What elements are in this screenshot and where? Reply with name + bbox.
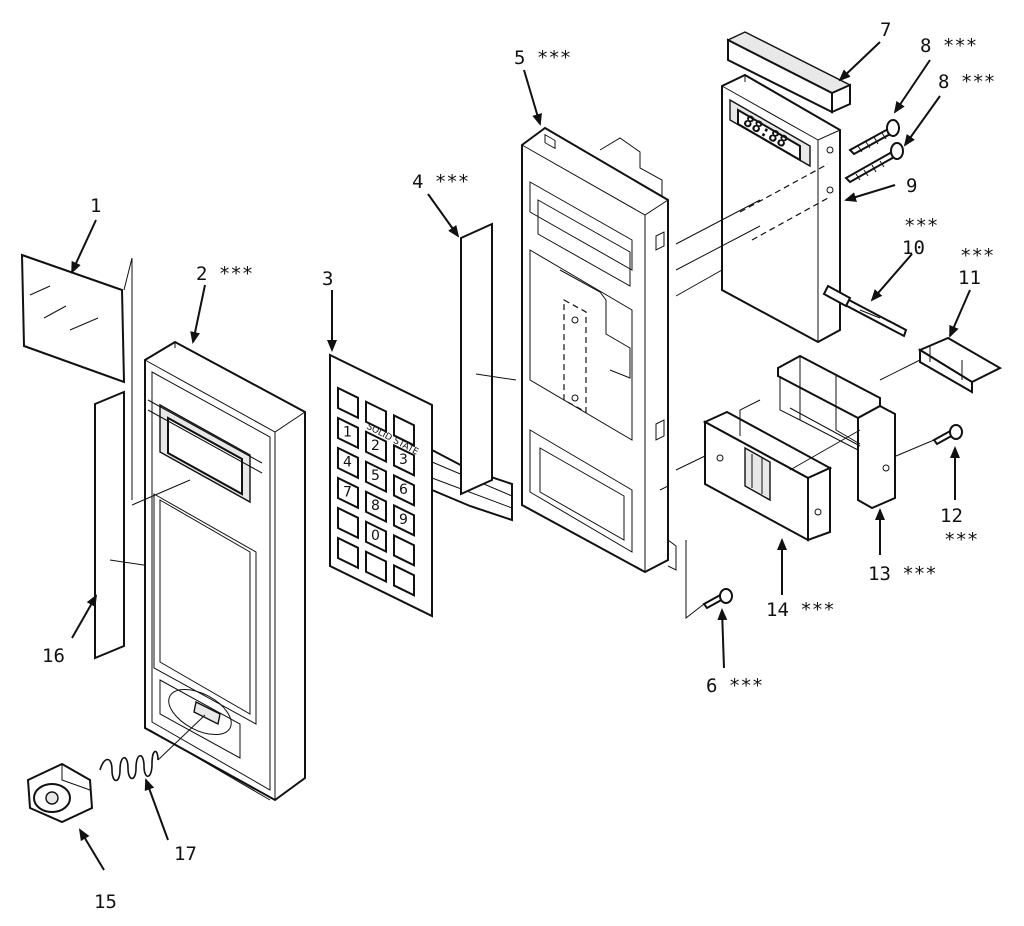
keypad-keys: 1 2 3 4 5 6 7 8 9 0 (337, 386, 415, 597)
part-5-control-chassis (521, 126, 677, 574)
keypad-key (337, 506, 359, 540)
label-part-3: 3 (322, 268, 333, 290)
label-part-15: 15 (94, 891, 117, 913)
part-1-window-glass (20, 253, 133, 500)
part-15-latch-button (26, 762, 94, 824)
label-part-1: 1 (90, 195, 101, 217)
keypad-key (393, 413, 415, 447)
keypad-key-digit: 1 (343, 424, 352, 440)
keypad-key (365, 550, 387, 584)
part-2-control-panel-frame (144, 340, 306, 802)
label-part-12: 12 (940, 505, 963, 527)
keypad-key-digit: 5 (371, 468, 380, 484)
label-part-8a: 8 *** (920, 35, 977, 57)
keypad-key-digit: 0 (371, 528, 380, 544)
part-12-screw (895, 424, 963, 457)
part-9-display-circuit-board: 88:88 (675, 73, 841, 344)
keypad-key (393, 473, 415, 507)
keypad-key (337, 416, 359, 450)
keypad-key (365, 520, 387, 554)
label-part-7: 7 (880, 19, 891, 41)
keypad-key (337, 476, 359, 510)
callout-arrows (71, 41, 971, 871)
label-part-10-mark: *** (904, 215, 938, 237)
keypad-key (393, 503, 415, 537)
keypad-key (393, 563, 415, 597)
keypad-key-digit: 6 (399, 482, 408, 498)
label-part-14: 14 *** (766, 599, 835, 621)
part-17-spring (99, 714, 206, 782)
keypad-key-digit: 7 (343, 484, 352, 500)
label-part-6: 6 *** (706, 675, 763, 697)
keypad-key (365, 430, 387, 464)
keypad-key (365, 490, 387, 524)
part-13-interlock-holder (777, 354, 896, 510)
part-4-ribbon-strip (460, 222, 517, 496)
keypad-key (337, 446, 359, 480)
label-part-11: 11 (958, 267, 981, 289)
label-part-11-mark: *** (960, 245, 994, 267)
label-part-17: 17 (174, 843, 197, 865)
label-part-8b: 8 *** (938, 71, 995, 93)
part-7-foam-block (726, 31, 852, 114)
keypad-key-digit: 9 (399, 512, 408, 528)
label-part-16: 16 (42, 645, 65, 667)
label-part-13: 13 *** (868, 563, 937, 585)
keypad-key-digit: 4 (343, 454, 352, 470)
label-part-12-mark: *** (944, 529, 978, 551)
label-part-10: 10 (902, 237, 925, 259)
part-14-lower-bracket (702, 399, 861, 542)
keypad-key-digit: 8 (371, 498, 380, 514)
keypad-key (365, 400, 387, 434)
part-8-screws (844, 119, 904, 184)
label-part-2: 2 *** (196, 263, 253, 285)
label-part-9: 9 (906, 175, 917, 197)
part-6-screw (685, 540, 733, 620)
keypad-key (393, 443, 415, 477)
part-labels: 1 2 *** 3 4 *** 5 *** 6 *** 7 8 *** 8 **… (42, 19, 995, 913)
keypad-key (337, 386, 359, 420)
part-16-strip (94, 390, 151, 660)
label-part-4: 4 *** (412, 171, 469, 193)
label-part-5: 5 *** (514, 47, 571, 69)
part-11-bracket (879, 336, 1003, 394)
keypad-key-digit: 3 (399, 452, 408, 468)
keypad-key (393, 533, 415, 567)
keypad-key (365, 460, 387, 494)
guide-lines (131, 269, 881, 506)
keypad-key-digit: 2 (371, 438, 380, 454)
keypad-key (337, 536, 359, 570)
